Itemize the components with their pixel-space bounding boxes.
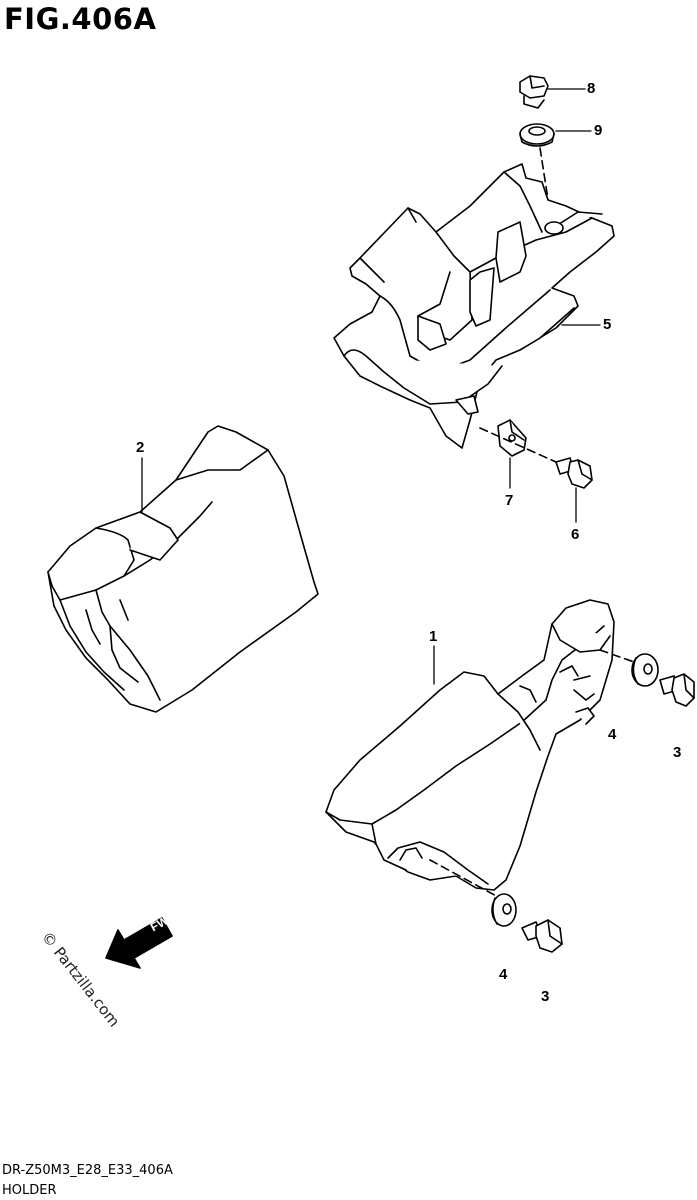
- callout-4-upper: 4: [608, 726, 617, 743]
- washer-part-4-upper: [631, 653, 659, 687]
- clip-part-7: [497, 419, 527, 457]
- diagram-name: HOLDER: [2, 1183, 57, 1198]
- assembly-leader: [429, 859, 501, 899]
- callout-8: 8: [587, 80, 596, 97]
- callout-2: 2: [136, 439, 145, 456]
- fwd-arrow-icon: [105, 917, 173, 969]
- callout-7: 7: [505, 492, 514, 509]
- bolt-part-8: [519, 75, 549, 109]
- assembly-leader: [479, 427, 557, 463]
- callout-4-lower: 4: [499, 966, 508, 983]
- callout-1: 1: [429, 628, 438, 645]
- screw-part-3-lower: [521, 919, 563, 953]
- screw-part-3-upper: [659, 673, 695, 707]
- washer-part-4-lower: [491, 893, 517, 927]
- holder-tray-part-5: [333, 163, 615, 449]
- figure-title: FIG.406A: [4, 2, 157, 36]
- callout-leaders: [141, 88, 601, 685]
- callout-5: 5: [603, 316, 612, 333]
- screw-part-6: [555, 457, 593, 489]
- callout-3-lower: 3: [541, 988, 550, 1005]
- left-cover-part-2: [47, 425, 319, 713]
- callout-9: 9: [594, 122, 603, 139]
- diagram-code: DR-Z50M3_E28_E33_406A: [2, 1163, 173, 1178]
- right-cover-part-1: [325, 599, 615, 891]
- assembly-leader: [599, 649, 635, 663]
- grommet-part-9: [519, 123, 555, 147]
- callout-3-upper: 3: [673, 744, 682, 761]
- callout-6: 6: [571, 526, 580, 543]
